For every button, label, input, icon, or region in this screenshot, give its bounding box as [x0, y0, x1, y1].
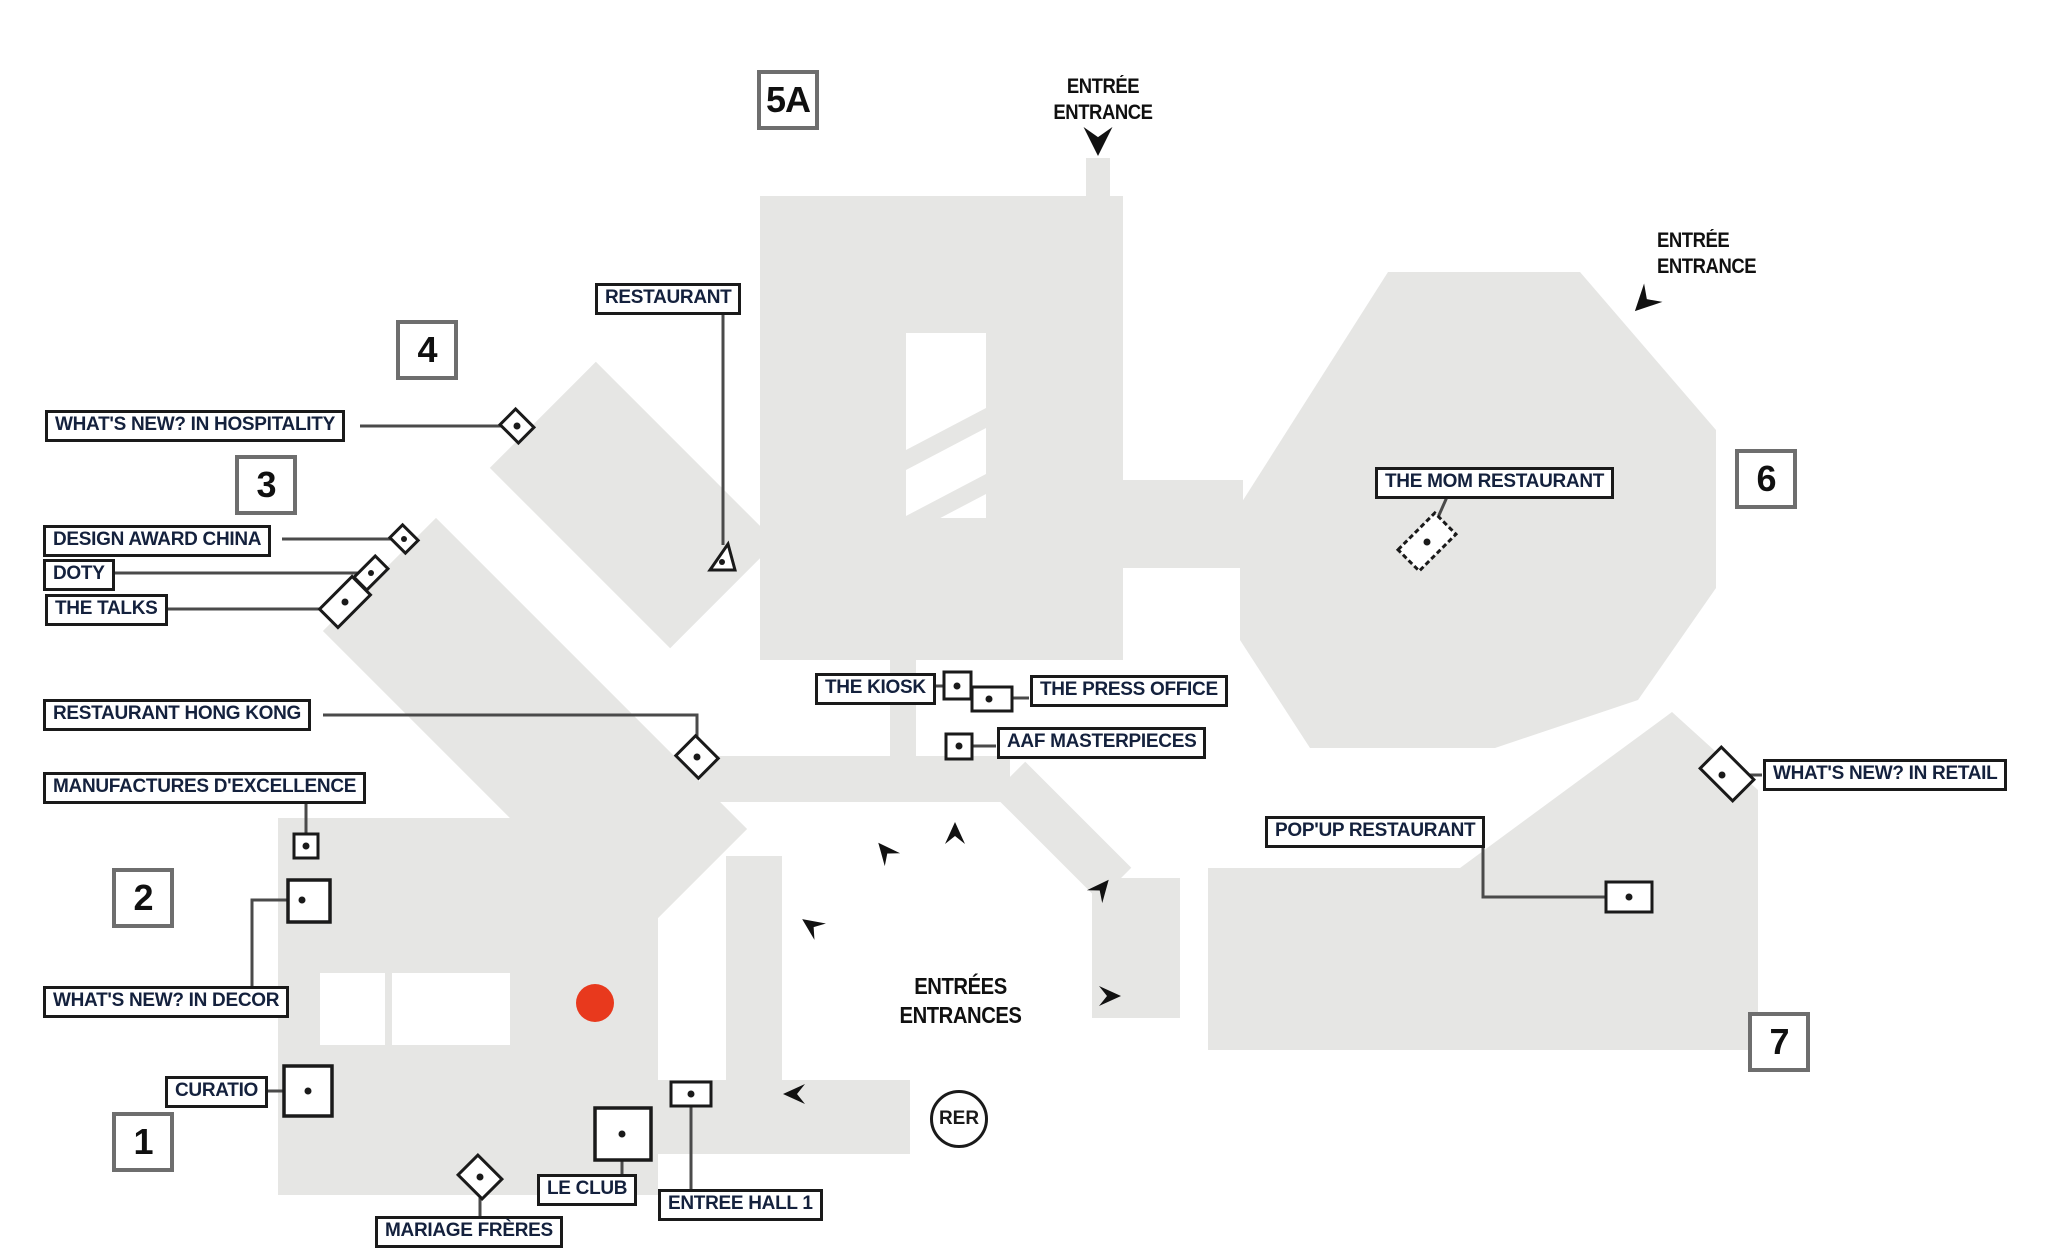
callout-lines — [112, 310, 1762, 1216]
red-location-dot — [576, 984, 614, 1022]
label-aaf-masterpieces: AAF MASTERPIECES — [997, 727, 1207, 759]
hall-badge-3: 3 — [235, 455, 297, 515]
label-mariage-freres: MARIAGE FRÈRES — [375, 1216, 563, 1248]
hall-cutouts — [320, 333, 986, 1045]
plaza-band-top — [700, 756, 1010, 802]
entrance-top-arrow-icon — [1083, 126, 1113, 156]
plaza-arm-right-column — [1092, 878, 1180, 1018]
label-whats-new-retail: WHAT'S NEW? IN RETAIL — [1763, 759, 2008, 791]
label-press-office: THE PRESS OFFICE — [1030, 675, 1228, 707]
curatio-marker — [282, 1064, 334, 1118]
plaza-arrow-right-icon — [1099, 986, 1121, 1006]
label-design-award-china: DESIGN AWARD CHINA — [43, 525, 272, 557]
entrance-right-arrow-icon — [1634, 283, 1663, 312]
hall-badge-5a: 5A — [757, 70, 819, 130]
label-the-talks: THE TALKS — [45, 594, 168, 626]
entrance-right-line1: ENTRÉE — [1657, 229, 1730, 252]
retail-marker — [1698, 745, 1756, 803]
label-restaurant: RESTAURANT — [595, 283, 742, 315]
hall-badge-6: 6 — [1735, 449, 1797, 509]
hall-6-shape — [1240, 272, 1716, 748]
hall-badge-4: 4 — [396, 320, 458, 380]
entrance-top-line1: ENTRÉE — [1066, 75, 1140, 98]
plaza-arrow-up-icon — [945, 822, 965, 844]
hall-badge-7: 7 — [1748, 1012, 1810, 1072]
plaza-arrow-upright-icon — [1086, 879, 1109, 904]
map-markers — [282, 406, 1756, 1202]
label-whats-new-hospitality: WHAT'S NEW? IN HOSPITALITY — [45, 410, 345, 442]
label-doty: DOTY — [43, 559, 115, 591]
plaza-arm-right-diagonal — [992, 761, 1132, 901]
corridor-east — [1123, 480, 1243, 568]
label-whats-new-decor: WHAT'S NEW? IN DECOR — [43, 986, 290, 1018]
hall-4-corridor — [489, 361, 777, 649]
entrance-top-text: ENTRÉE ENTRANCE — [1046, 74, 1160, 127]
plaza-arrow-west-icon — [802, 919, 826, 940]
plaza-arrow-upleft-icon — [878, 842, 901, 867]
label-the-kiosk: THE KIOSK — [815, 673, 936, 705]
entrance-right-line2: ENTRANCE — [1657, 255, 1757, 279]
rer-station-badge: RER — [930, 1090, 988, 1148]
entrance-top-line2: ENTRANCE — [1053, 101, 1153, 125]
plaza-arm-left-column — [726, 856, 782, 1086]
label-popup-restaurant: POP'UP RESTAURANT — [1265, 816, 1486, 848]
label-mom-restaurant: THE MOM RESTAURANT — [1375, 467, 1615, 499]
decor-marker — [286, 878, 332, 924]
entree-hall1-marker — [669, 1080, 713, 1108]
label-restaurant-hong-kong: RESTAURANT HONG KONG — [43, 699, 312, 731]
hall-badge-1: 1 — [112, 1112, 174, 1172]
label-le-club: LE CLUB — [537, 1174, 638, 1206]
hall-badge-2: 2 — [112, 868, 174, 928]
entrance-right-text: ENTRÉE ENTRANCE — [1657, 228, 1757, 281]
plaza-arrow-left-icon — [783, 1084, 805, 1104]
label-entree-hall-1: ENTREE HALL 1 — [658, 1189, 823, 1221]
hall-5a-chimney — [1086, 158, 1110, 198]
label-curatio: CURATIO — [165, 1076, 269, 1108]
restaurant-marker — [707, 540, 737, 572]
label-manufactures-excellence: MANUFACTURES D'EXCELLENCE — [43, 772, 367, 804]
plaza-entrances-text: ENTRÉES ENTRANCES — [899, 973, 1022, 1028]
window-stripes — [906, 408, 986, 518]
